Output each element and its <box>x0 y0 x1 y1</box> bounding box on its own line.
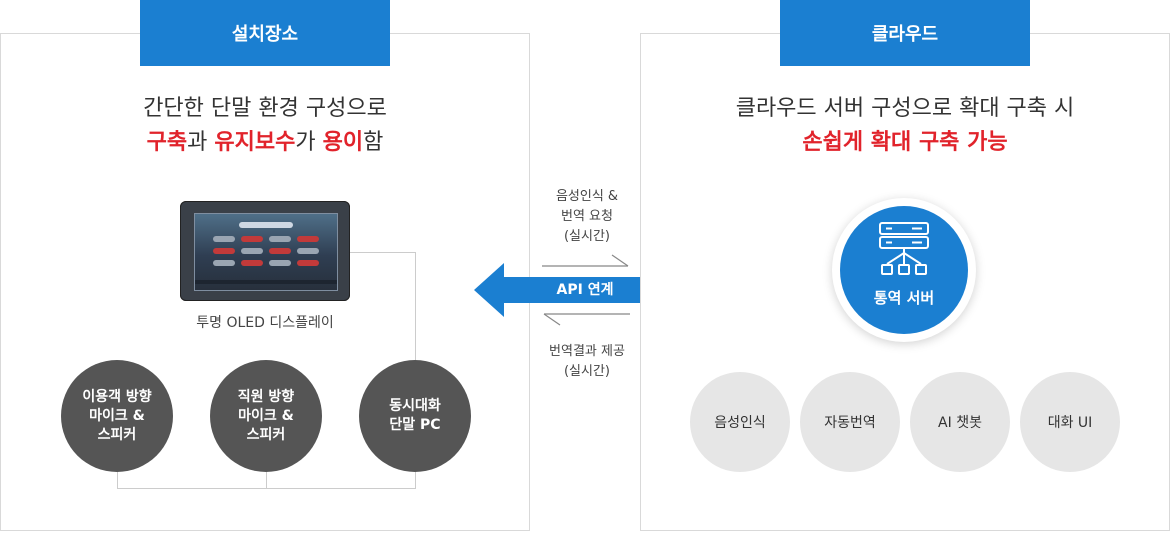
headline-text-and: 과 <box>187 130 215 155</box>
installation-site-tab: 설치장소 <box>140 0 390 66</box>
left-headline: 간단한 단말 환경 구성으로 구축과 유지보수가 용이함 <box>0 92 530 160</box>
headline-text-ham: 함 <box>363 130 384 155</box>
feature-ai-chatbot-label: AI 챗봇 <box>938 415 982 431</box>
customer-mic-line3: 스피커 <box>97 426 137 443</box>
staff-mic-line2: 마이크 & <box>238 407 294 424</box>
feature-auto-translation: 자동번역 <box>800 372 900 472</box>
double-arrow-icon <box>474 263 696 317</box>
transparent-oled-display-image <box>180 201 350 301</box>
pc-line2: 단말 PC <box>389 417 441 433</box>
display-label: 투명 OLED 디스플레이 <box>196 315 334 331</box>
connector-staff-vertical <box>266 466 267 489</box>
right-headline: 클라우드 서버 구성으로 확대 구축 시 손쉽게 확대 구축 가능 <box>640 92 1170 160</box>
left-headline-line1: 간단한 단말 환경 구성으로 <box>143 96 387 121</box>
request-line3: (실시간) <box>563 229 611 244</box>
response-arrow-icon <box>543 313 630 326</box>
headline-text-ga: 가 <box>295 130 323 155</box>
staff-mic-line3: 스피커 <box>246 426 286 443</box>
response-line1: 번역결과 제공 <box>549 344 625 359</box>
customer-mic-line1: 이용객 방향 <box>82 388 152 405</box>
display-screen <box>194 213 338 291</box>
conversation-pc-circle: 동시대화 단말 PC <box>359 360 471 472</box>
cloud-tab: 클라우드 <box>780 0 1030 66</box>
connector-customer-vertical <box>117 466 118 489</box>
response-line2: (실시간) <box>563 364 611 379</box>
request-text: 음성인식 & 번역 요청 (실시간) <box>512 187 662 247</box>
installation-site-tab-label: 설치장소 <box>231 24 299 45</box>
right-headline-line2: 손쉽게 확대 구축 가능 <box>802 130 1008 155</box>
right-headline-line1: 클라우드 서버 구성으로 확대 구축 시 <box>735 96 1075 121</box>
server-rack-icon <box>879 222 929 275</box>
interpretation-server-circle <box>840 206 968 334</box>
response-text: 번역결과 제공 (실시간) <box>512 342 662 382</box>
feature-conversation-ui-label: 대화 UI <box>1047 415 1093 431</box>
cloud-tab-label: 클라우드 <box>871 24 939 45</box>
request-line2: 번역 요청 <box>561 209 613 224</box>
feature-ai-chatbot: AI 챗봇 <box>910 372 1010 472</box>
api-link-label: API 연계 <box>556 282 614 298</box>
customer-mic-line2: 마이크 & <box>89 407 145 424</box>
headline-highlight-easy: 용이 <box>322 130 364 155</box>
request-arrow-icon <box>542 254 629 267</box>
feature-auto-translation-label: 자동번역 <box>824 415 876 431</box>
headline-highlight-build: 구축 <box>146 130 188 155</box>
request-line1: 음성인식 & <box>555 189 619 204</box>
staff-mic-line1: 직원 방향 <box>237 388 295 405</box>
pc-line1: 동시대화 <box>389 398 441 414</box>
headline-highlight-maintenance: 유지보수 <box>214 130 296 155</box>
feature-speech-recognition-label: 음성인식 <box>714 415 766 431</box>
connector-display-right <box>350 252 416 253</box>
staff-mic-speaker-circle: 직원 방향 마이크 & 스피커 <box>210 360 322 472</box>
customer-mic-speaker-circle: 이용객 방향 마이크 & 스피커 <box>61 360 173 472</box>
left-headline-line2: 구축과 유지보수가 용이함 <box>0 126 530 160</box>
server-label: 통역 서버 <box>873 289 935 307</box>
feature-speech-recognition: 음성인식 <box>690 372 790 472</box>
feature-conversation-ui: 대화 UI <box>1020 372 1120 472</box>
